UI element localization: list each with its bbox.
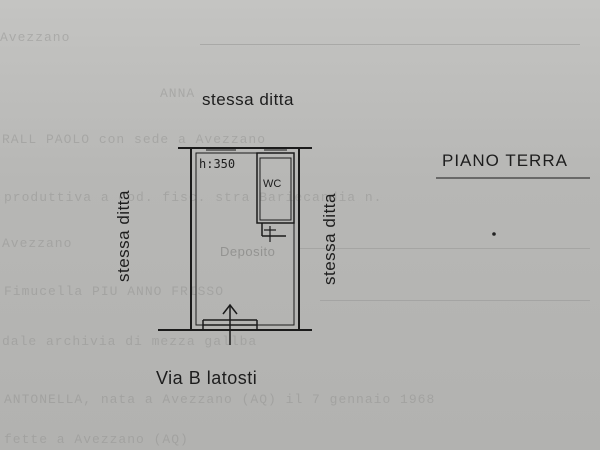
street-label: Via B latosti	[156, 368, 258, 388]
outer-wall	[190, 147, 300, 331]
right-neighbour-label: stessa ditta	[320, 193, 339, 285]
wc-room-inner	[259, 157, 292, 221]
background-rule	[300, 248, 590, 249]
scan-dot	[492, 232, 496, 236]
background-line: ANTONELLA, nata a Avezzano (AQ) il 7 gen…	[4, 392, 436, 407]
top-neighbour-label: stessa ditta	[202, 90, 294, 109]
entrance-arrow-head	[222, 303, 238, 315]
background-line: Avezzano	[0, 30, 71, 45]
background-line: fette a Avezzano (AQ)	[4, 432, 189, 447]
background-line: RALL PAOLO con sede a Avezzano	[2, 132, 267, 147]
floor-label: PIANO TERRA	[442, 151, 568, 170]
wc-label: WC	[263, 178, 282, 190]
height-label: h:350	[199, 157, 236, 171]
background-line: Avezzano	[2, 236, 73, 251]
background-rule	[320, 300, 590, 301]
background-line: Fimucella PIU ANNO FRISSO	[4, 284, 225, 299]
background-line: ANNA	[160, 86, 196, 101]
room-label: Deposito	[220, 244, 276, 259]
left-neighbour-label: stessa ditta	[114, 190, 133, 282]
background-line: produttiva a cod. fisc. stra Bariecandia…	[4, 190, 383, 205]
background-line: dale archivia di mezza gallba	[2, 334, 258, 349]
wc-room	[256, 152, 295, 224]
background-rule	[200, 44, 580, 45]
